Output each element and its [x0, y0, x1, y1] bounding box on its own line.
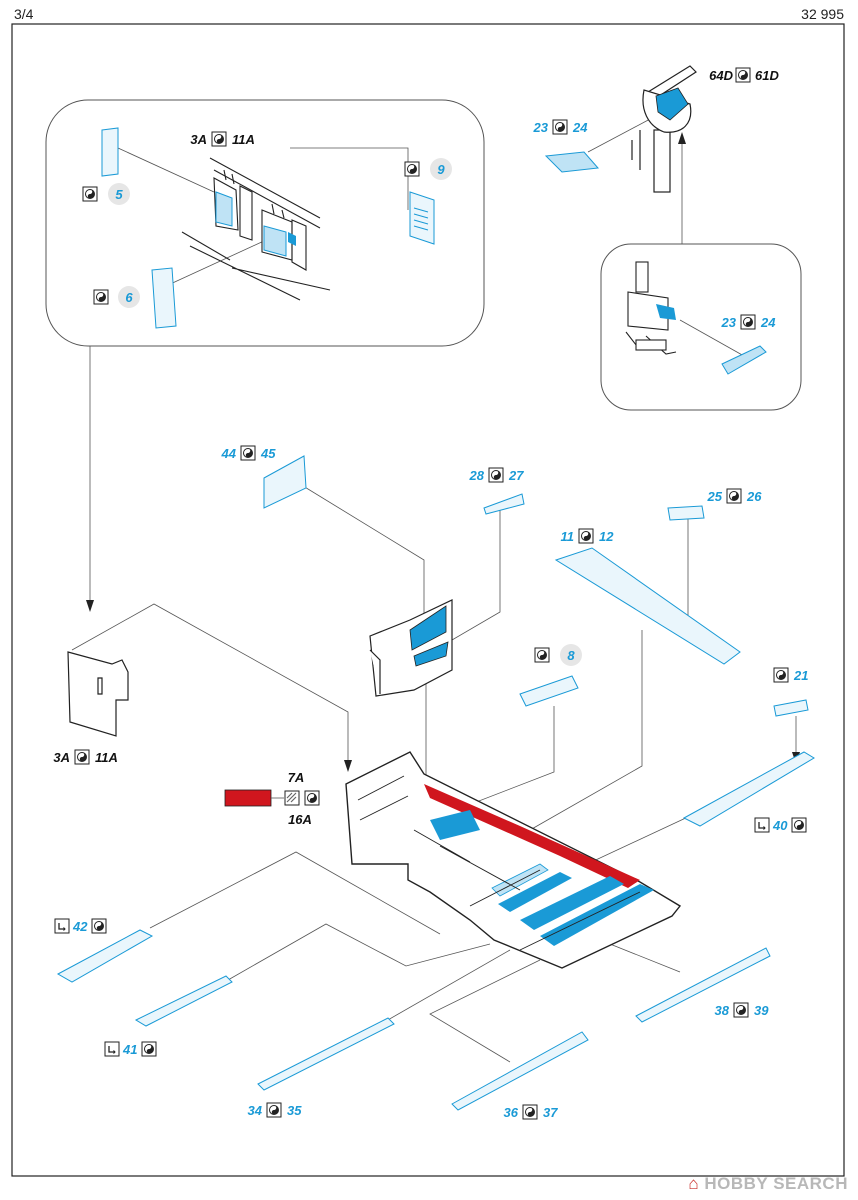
callout-11-12: 11 12: [561, 528, 614, 544]
callout-3a-11a-bulkhead: 3A 11A: [53, 749, 118, 765]
callout-label: 27: [508, 468, 524, 483]
bulkhead-3a-11a: [67, 651, 129, 737]
callout-label: 35: [287, 1103, 302, 1118]
part-23-24-plate-top: [544, 151, 600, 173]
callout-label: 25: [707, 489, 723, 504]
callout-label: 45: [260, 446, 276, 461]
gear-detail-photo-etch-installed: [656, 304, 676, 320]
panel-part-9-installed: [288, 232, 296, 246]
callout-label: 5: [115, 187, 123, 202]
callout-label: 9: [437, 162, 445, 177]
panel-part-5-installed: [215, 191, 233, 227]
gear-photo-etch-installed: [655, 87, 689, 121]
callout-21: 21: [773, 667, 808, 683]
callout-64d-61d: 64D 61D: [709, 67, 779, 83]
part-42-strip: [56, 929, 154, 983]
callout-label: 3A: [190, 132, 207, 147]
callout-23-24-inset: 23 24: [721, 314, 776, 330]
callout-9: 9: [404, 158, 452, 180]
landing-gear-detail-illustration: [625, 261, 677, 355]
callout-38-39: 38 39: [715, 1002, 769, 1018]
callout-label: 3A: [53, 750, 70, 765]
console-photo-etch-lower: [413, 641, 449, 667]
callout-label: 7A: [288, 770, 305, 785]
landing-gear-leg-illustration: [631, 65, 697, 193]
callout-6: 6: [93, 286, 140, 308]
arrow-heads: [86, 132, 800, 772]
part-5-panel: [101, 127, 119, 177]
callout-label: 24: [572, 120, 588, 135]
cockpit-sidewall-illustration: [181, 157, 331, 301]
callout-label: 8: [567, 648, 575, 663]
callout-label: 28: [469, 468, 485, 483]
callout-label: 44: [221, 446, 237, 461]
callout-label: 41: [122, 1042, 137, 1057]
kit-code: 32 995: [801, 6, 844, 22]
watermark-brand-a: HOBBY: [704, 1174, 768, 1193]
callout-label: 12: [599, 529, 614, 544]
panel-part-6-installed: [263, 225, 287, 257]
callout-23-24-top: 23 24: [533, 119, 588, 135]
callout-label: 34: [248, 1103, 263, 1118]
callout-label: 21: [793, 668, 808, 683]
part-40-strip: [682, 751, 815, 827]
callout-label: 23: [721, 315, 737, 330]
watermark-logo-icon: ⌂: [688, 1174, 700, 1193]
callout-3a-11a-inset: 3A 11A: [190, 131, 255, 147]
watermark: ⌂ HOBBY SEARCH: [688, 1174, 848, 1194]
callout-label: 61D: [755, 68, 779, 83]
callout-label: 23: [533, 120, 549, 135]
callout-40: 40: [754, 817, 807, 833]
callout-label: 11: [561, 529, 575, 544]
callout-label: 24: [760, 315, 776, 330]
callout-5: 5: [82, 183, 130, 205]
page-number: 3/4: [14, 6, 34, 22]
part-36-37-strip: [451, 1031, 589, 1111]
part-44-45-panel: [263, 455, 307, 509]
callout-label: 11A: [232, 132, 255, 147]
part-41-strip: [134, 975, 233, 1027]
callout-25-26: 25 26: [707, 488, 762, 504]
callout-44-45: 44 45: [221, 445, 276, 461]
cockpit-tub: [345, 751, 682, 969]
callout-36-37: 36 37: [504, 1104, 558, 1120]
callout-label: 38: [715, 1003, 730, 1018]
callout-7a-16a: 7A 16A: [284, 770, 320, 827]
callout-label: 26: [746, 489, 762, 504]
part-21-strip: [773, 699, 809, 717]
part-38-39-strip: [635, 947, 771, 1023]
callout-label: 16A: [288, 812, 312, 827]
callout-label: 37: [543, 1105, 558, 1120]
callout-label: 36: [504, 1105, 519, 1120]
part-6-panel: [151, 267, 177, 329]
watermark-brand-b: SEARCH: [773, 1174, 848, 1193]
page-frame: [11, 23, 845, 1177]
leader-lines: [71, 117, 797, 1063]
callout-28-27: 28 27: [469, 467, 524, 483]
callout-41: 41: [104, 1041, 157, 1057]
part-9-panel: [409, 191, 435, 245]
callout-label: 64D: [709, 68, 733, 83]
callout-label: 39: [754, 1003, 769, 1018]
callout-label: 40: [772, 818, 788, 833]
callout-label: 42: [72, 919, 88, 934]
part-11-12-long-strip: [554, 547, 741, 665]
console-photo-etch-upper: [409, 605, 447, 651]
red-paint-swatch: [224, 789, 272, 807]
part-28-27-strip: [483, 493, 525, 515]
callout-label: 11A: [95, 750, 118, 765]
inset-panel-landing-gear: [600, 243, 802, 411]
callout-8: 8: [534, 644, 582, 666]
callout-label: 6: [125, 290, 133, 305]
part-25-26-strip: [667, 505, 705, 521]
inset-panel-cockpit: [45, 99, 485, 347]
callout-34-35: 34 35: [248, 1102, 302, 1118]
callout-42: 42: [54, 918, 107, 934]
part-23-24-plate-inset: [721, 345, 767, 375]
part-34-35-strip: [257, 1017, 395, 1091]
part-8-panel: [519, 675, 579, 707]
